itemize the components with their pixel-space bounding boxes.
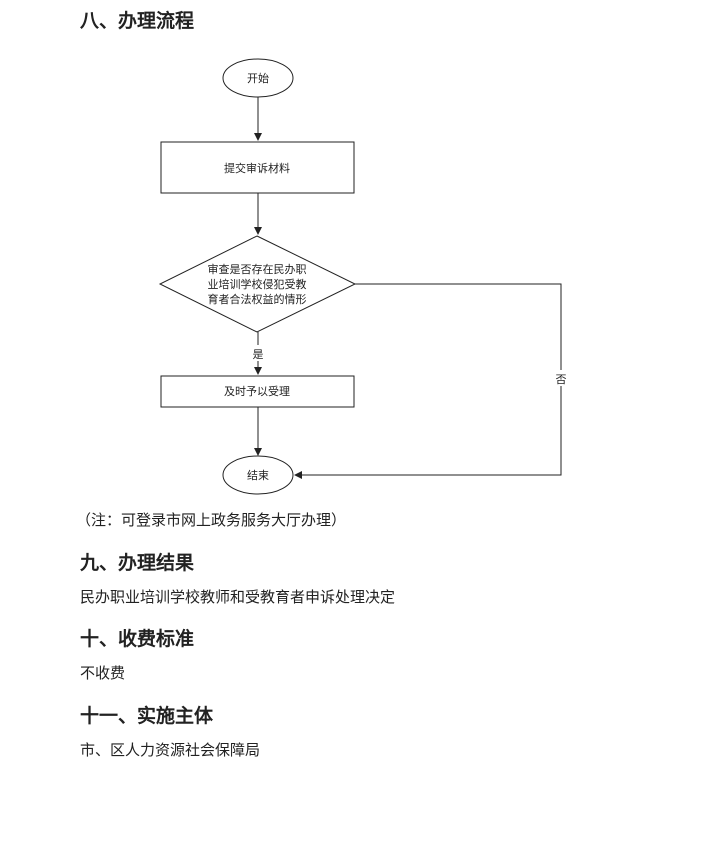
section-heading-process: 八、办理流程 (80, 10, 195, 32)
flow-submit-label: 提交审诉材料 (224, 161, 290, 175)
authority-content: 市、区人力资源社会保障局 (80, 741, 261, 759)
flow-yes-label-bg (249, 345, 267, 361)
flow-yes-label: 是 (253, 348, 264, 361)
section-heading-authority: 十一、实施主体 (80, 705, 214, 727)
flow-start-label: 开始 (247, 71, 269, 85)
fee-content: 不收费 (80, 664, 126, 682)
section-heading-result: 九、办理结果 (80, 552, 195, 574)
flow-end-node (222, 455, 294, 495)
process-note: （注：可登录市网上政务服务大厅办理） (76, 511, 347, 529)
flow-decision-line-3: 育者合法权益的情形 (208, 292, 307, 306)
flow-accept-box (160, 375, 355, 408)
flow-decision-diamond (158, 235, 357, 333)
flow-no-label: 否 (556, 373, 567, 386)
flow-end-label: 结束 (247, 469, 269, 482)
flow-no-label-bg (553, 370, 569, 386)
flow-decision-line-1: 审查是否存在民办职 (208, 262, 307, 276)
flow-decision-line-2: 业培训学校侵犯受教 (208, 277, 307, 291)
process-flowchart: 开始 提交审诉材料 审查是否存在民办职 业培训学校侵犯受教 育者合法权益的情形 … (158, 58, 569, 495)
flow-accept-label: 及时予以受理 (224, 385, 290, 398)
result-content: 民办职业培训学校教师和受教育者申诉处理决定 (80, 588, 396, 606)
section-heading-fee: 十、收费标准 (80, 628, 195, 650)
flow-submit-box (160, 141, 355, 194)
